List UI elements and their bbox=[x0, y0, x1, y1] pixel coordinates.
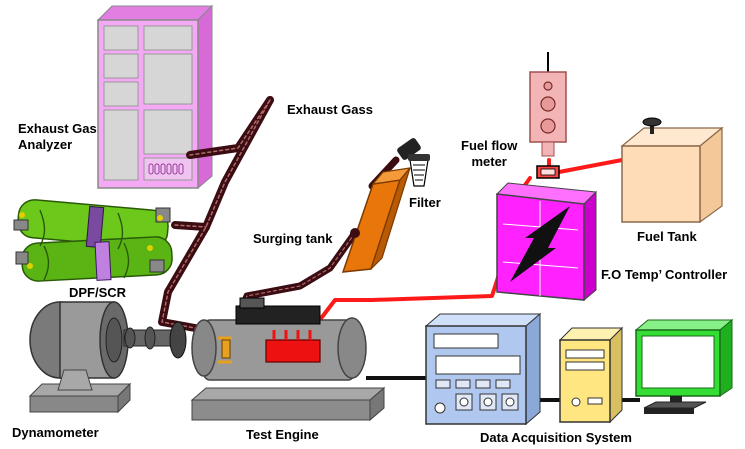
daq-main-unit bbox=[424, 312, 542, 426]
test-engine-block bbox=[190, 297, 386, 422]
fo-temp-controller-box bbox=[495, 182, 598, 302]
air-filter bbox=[397, 138, 430, 187]
dpf-scr-unit bbox=[13, 199, 173, 282]
fo-temp-controller-label: F.O Temp’ Controller bbox=[601, 267, 728, 282]
test-engine-label: Test Engine bbox=[246, 427, 319, 442]
exhaust-gass-label: Exhaust Gass bbox=[287, 102, 373, 117]
fuel-flow-meter bbox=[529, 52, 567, 179]
computer-tower bbox=[558, 326, 624, 424]
exhaust-pipe bbox=[158, 96, 274, 334]
fuel-flow-meter-label: Fuel flow meter bbox=[461, 138, 518, 169]
computer-monitor bbox=[634, 318, 734, 414]
dynamometer-machine bbox=[28, 301, 187, 414]
exhaust-gas-analyzer-label: Exhaust Gas Analyzer bbox=[18, 121, 97, 152]
exhaust-gas-analyzer-cabinet bbox=[96, 4, 214, 190]
surging-tank bbox=[341, 167, 412, 273]
fuel-tank-label: Fuel Tank bbox=[637, 229, 697, 244]
dpf-scr-label: DPF/SCR bbox=[69, 285, 127, 300]
filter-label: Filter bbox=[409, 195, 441, 210]
surging-tank-label: Surging tank bbox=[253, 231, 333, 246]
data-acquisition-system-label: Data Acquisition System bbox=[480, 430, 632, 445]
fuel-tank-vessel bbox=[620, 117, 724, 224]
dynamometer-label: Dynamometer bbox=[12, 425, 99, 440]
